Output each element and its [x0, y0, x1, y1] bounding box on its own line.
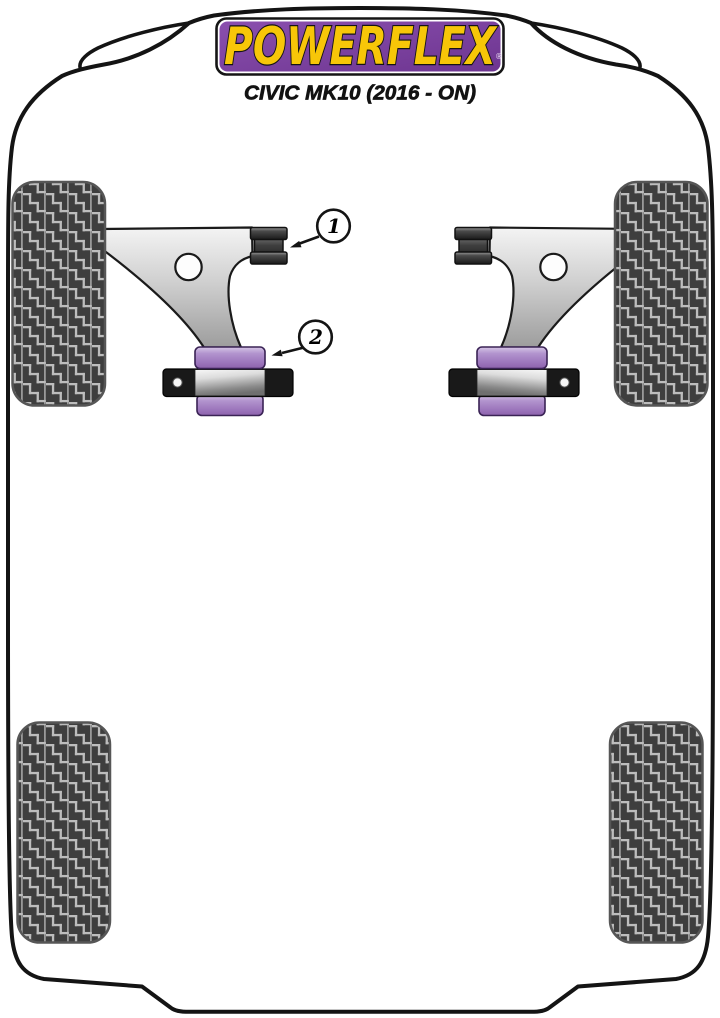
model-title: CIVIC MK10 (2016 - ON) — [244, 82, 476, 105]
callout-2: 2 — [271, 319, 334, 357]
car-body-outline — [6, 6, 715, 1014]
wheel-rear-left — [16, 721, 112, 944]
registered-mark: ® — [495, 52, 503, 61]
callout-1: 1 — [290, 208, 352, 248]
wheel-front-right — [613, 180, 709, 407]
powerflex-logo-text: POWERFLEX — [224, 17, 498, 77]
wheel-front-left — [11, 180, 107, 407]
callout-1-number: 1 — [327, 214, 341, 238]
callout-2-number: 2 — [308, 325, 323, 349]
powerflex-logo: POWERFLEX ® — [215, 16, 505, 78]
wheel-rear-right — [608, 721, 704, 944]
